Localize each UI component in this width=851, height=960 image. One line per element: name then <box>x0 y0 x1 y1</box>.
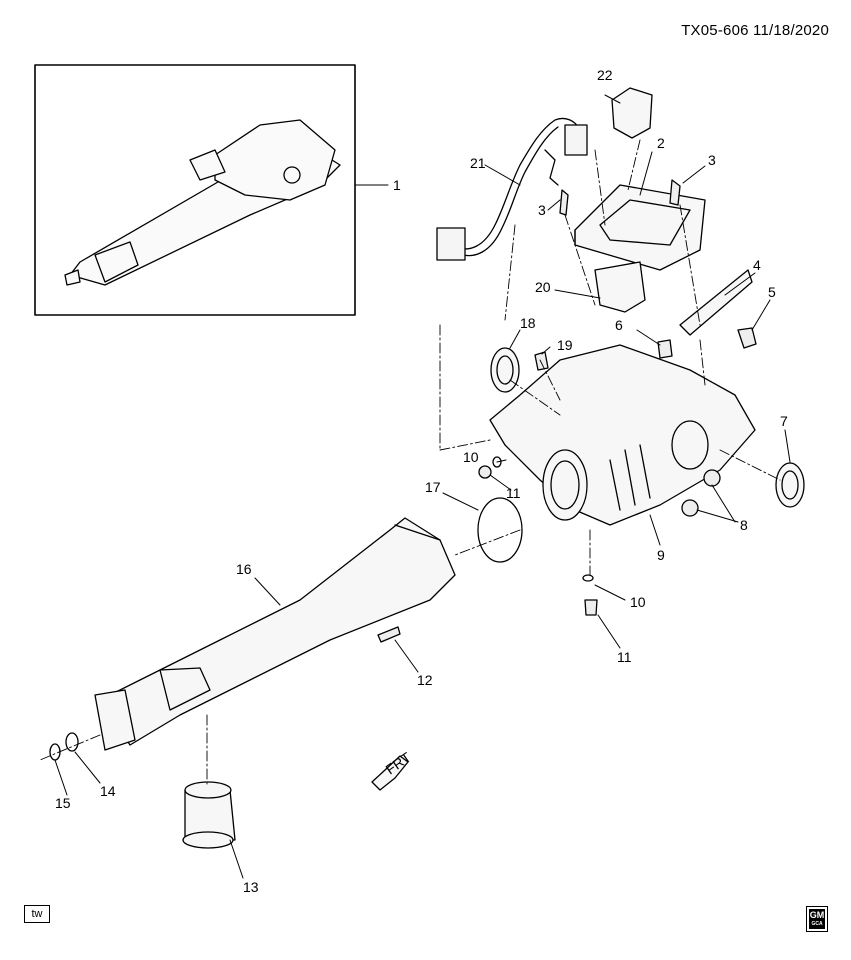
connector-22 <box>611 87 653 139</box>
bolt-11-lower <box>584 599 598 616</box>
callout-20: 20 <box>535 279 551 295</box>
callout-22: 22 <box>597 67 613 83</box>
bolt-11-upper <box>478 465 492 479</box>
differential-housing-9 <box>489 344 756 526</box>
plug-19 <box>534 351 549 371</box>
callout-3-right: 3 <box>708 152 716 168</box>
callout-3-left: 3 <box>538 202 546 218</box>
callout-19: 19 <box>557 337 573 353</box>
o-ring-10-upper <box>492 456 502 468</box>
gm-logo-subtext: GCA <box>811 921 823 927</box>
control-module-2 <box>574 184 706 271</box>
snap-ring-14 <box>65 732 79 752</box>
callout-6: 6 <box>615 317 623 333</box>
callout-18: 18 <box>520 315 536 331</box>
callout-5: 5 <box>768 284 776 300</box>
seal-18 <box>490 347 520 393</box>
o-ring-10-lower <box>582 574 594 582</box>
bolt-12 <box>377 626 401 643</box>
callout-1: 1 <box>393 177 401 193</box>
tw-badge: tw <box>24 905 50 923</box>
bracket-4 <box>679 269 753 336</box>
callout-15: 15 <box>55 795 71 811</box>
plug-8-upper <box>703 469 721 487</box>
callout-12: 12 <box>417 672 433 688</box>
callout-16: 16 <box>236 561 252 577</box>
callout-17: 17 <box>425 479 441 495</box>
callout-11-upper: 11 <box>506 485 521 501</box>
bolt-3-right <box>669 179 681 206</box>
callout-11-lower: 11 <box>617 649 632 665</box>
gm-logo-text: GM <box>809 910 825 920</box>
callout-8: 8 <box>740 517 748 533</box>
seal-7 <box>775 462 805 508</box>
callout-4: 4 <box>753 257 761 273</box>
callout-2: 2 <box>657 135 665 151</box>
front-direction-arrow <box>371 755 409 791</box>
callout-14: 14 <box>100 783 116 799</box>
callout-13: 13 <box>243 879 259 895</box>
callout-7: 7 <box>780 413 788 429</box>
leader-lines <box>54 94 791 879</box>
assembly-guide-lines <box>39 139 781 786</box>
callout-10-lower: 10 <box>630 594 646 610</box>
callout-10-upper: 10 <box>463 449 479 465</box>
bracket-20 <box>594 261 646 313</box>
inset-frame <box>34 64 356 316</box>
callout-9: 9 <box>657 547 665 563</box>
assembled-axle-illustration <box>64 119 341 286</box>
bolt-3-left <box>559 189 569 216</box>
plug-6 <box>657 339 673 359</box>
o-ring-17 <box>477 497 523 563</box>
diagram-code: TX05-606 11/18/2020 <box>681 22 829 39</box>
plug-8-lower <box>681 499 699 517</box>
axle-tube-16 <box>94 517 456 751</box>
bolt-5 <box>737 327 757 349</box>
wiring-harness-21 <box>436 117 588 261</box>
bushing-13 <box>182 781 236 849</box>
callout-21: 21 <box>470 155 486 171</box>
